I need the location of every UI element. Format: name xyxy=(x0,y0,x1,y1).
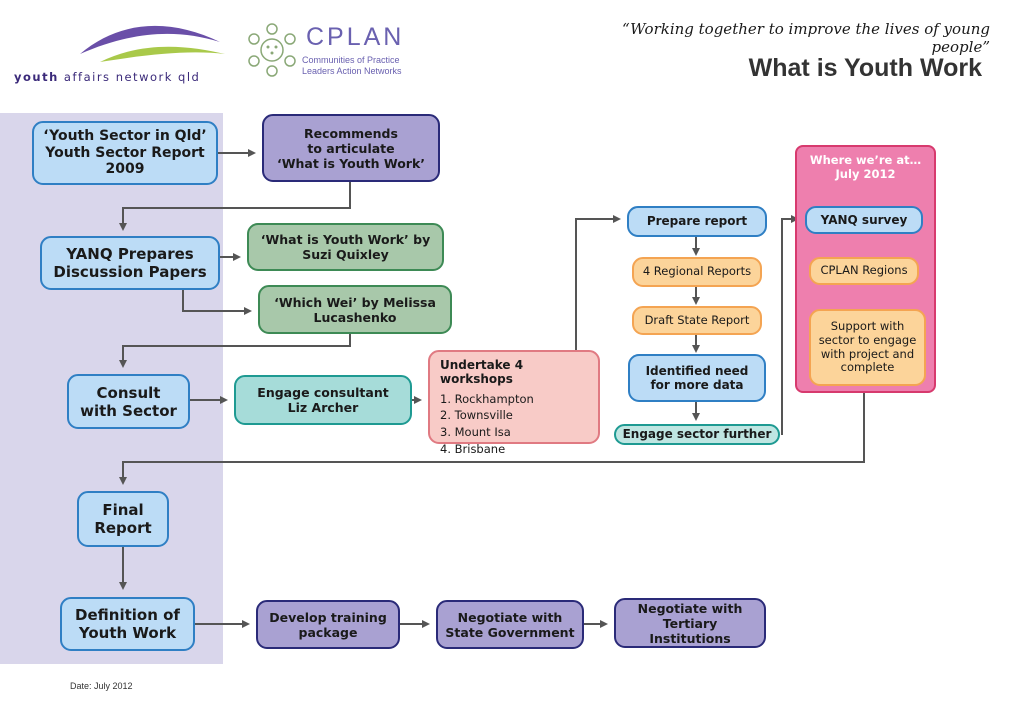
definition-youth-work-box: Definition of Youth Work xyxy=(60,597,195,651)
cplan-name: CPLAN xyxy=(306,23,405,51)
date-label: Date: July 2012 xyxy=(70,681,133,691)
tagline-quote: “Working together to improve the lives o… xyxy=(622,20,990,56)
page-title: What is Youth Work xyxy=(748,54,982,82)
develop-training-box: Develop training package xyxy=(256,600,400,649)
workshop-item: 3. Mount Isa xyxy=(440,425,511,440)
cplan-regions-box: CPLAN Regions xyxy=(809,257,919,285)
paper-quixley-box: ‘What is Youth Work’ by Suzi Quixley xyxy=(247,223,444,271)
negotiate-tertiary-box: Negotiate with Tertiary Institutions xyxy=(614,598,766,648)
consult-sector-box: Consult with Sector xyxy=(67,374,190,429)
yanq-logo xyxy=(80,25,225,62)
engage-sector-further-box: Engage sector further xyxy=(614,424,780,445)
final-report-box: Final Report xyxy=(77,491,169,547)
prepare-report-box: Prepare report xyxy=(627,206,767,237)
identified-need-box: Identified need for more data xyxy=(628,354,766,402)
youth-sector-report-box: ‘Youth Sector in Qld’ Youth Sector Repor… xyxy=(32,121,218,185)
where-were-at-title: Where we’re at… July 2012 xyxy=(809,153,922,182)
workshop-item: 1. Rockhampton xyxy=(440,391,534,406)
org-name: youth affairs network qld xyxy=(14,70,201,84)
recommends-box: Recommends to articulate ‘What is Youth … xyxy=(262,114,440,182)
yanq-survey-box: YANQ survey xyxy=(805,206,923,234)
yanq-prepares-box: YANQ Prepares Discussion Papers xyxy=(40,236,220,290)
support-sector-box: Support with sector to engage with proje… xyxy=(809,309,926,386)
paper-lucashenko-box: ‘Which Wei’ by Melissa Lucashenko xyxy=(258,285,452,334)
cplan-network-icon xyxy=(248,23,296,77)
workshop-item: 2. Townsville xyxy=(440,408,513,423)
workshops-title: Undertake 4 workshops xyxy=(440,358,524,387)
regional-reports-box: 4 Regional Reports xyxy=(632,257,762,287)
workshop-item: 4. Brisbane xyxy=(440,441,506,456)
draft-state-report-box: Draft State Report xyxy=(632,306,762,335)
workshops-list: 1. Rockhampton 2. Townsville 3. Mount Is… xyxy=(440,391,534,458)
negotiate-state-box: Negotiate with State Government xyxy=(436,600,584,649)
cplan-subtitle: Communities of Practice Leaders Action N… xyxy=(302,55,402,76)
engage-consultant-box: Engage consultant Liz Archer xyxy=(234,375,412,425)
workshops-box: Undertake 4 workshops 1. Rockhampton 2. … xyxy=(428,350,600,456)
